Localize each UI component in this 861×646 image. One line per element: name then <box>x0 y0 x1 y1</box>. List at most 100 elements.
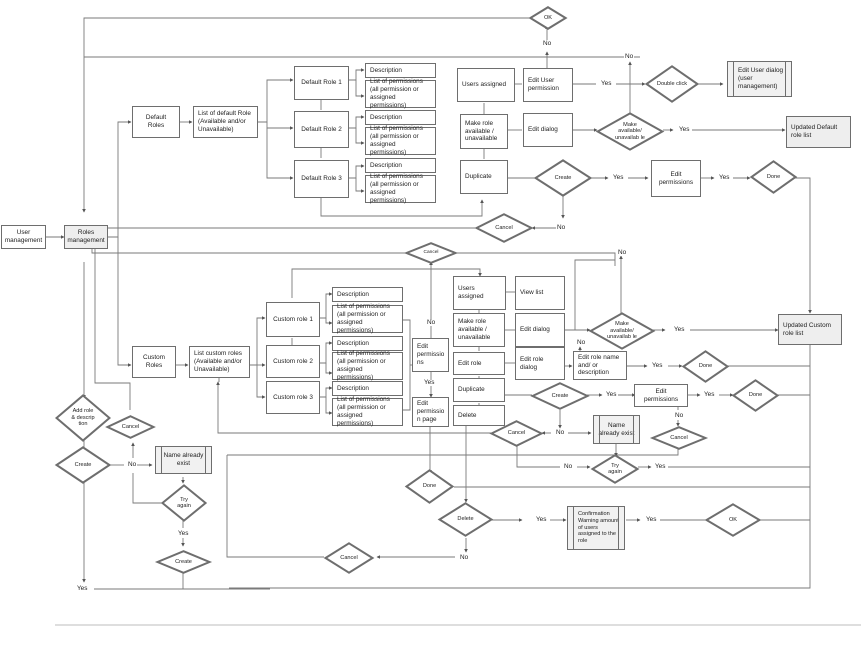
cancel-decision[interactable]: Cancel <box>406 243 456 263</box>
try-again-decision[interactable]: Try again <box>162 485 206 521</box>
description-node[interactable]: Description <box>332 381 403 396</box>
edit-permissions-node[interactable]: Edit permissions <box>651 160 701 197</box>
diamond-shape <box>107 416 154 438</box>
edit-permissions-node[interactable]: Edit permissions <box>634 384 688 407</box>
custom-roles-node[interactable]: Custom Roles <box>132 346 176 378</box>
node-label: Default Roles <box>145 114 167 129</box>
diamond-shape <box>683 351 728 382</box>
done-decision[interactable]: Done <box>683 351 728 382</box>
permissions-list-node[interactable]: List of permissions (all permission or a… <box>332 350 403 381</box>
edge-label-no: No <box>459 554 470 562</box>
node-label: Custom Roles <box>142 354 166 369</box>
custom-role-3-node[interactable]: Custom role 3 <box>266 381 320 414</box>
done-decision[interactable]: Done <box>733 380 778 411</box>
ok-decision[interactable]: OK <box>706 504 760 536</box>
node-label: Edit permissions <box>658 170 694 186</box>
list-default-roles-node[interactable]: List of default Role (Available and/or U… <box>193 106 258 138</box>
make-role-available-node[interactable]: Make role available / unavailable <box>453 313 505 347</box>
description-node[interactable]: Description <box>332 336 403 351</box>
updated-default-role-list-node[interactable]: Updated Default role list <box>786 116 851 148</box>
edge-label-no: No <box>674 412 685 420</box>
node-label: Description <box>337 339 369 347</box>
add-role-decision[interactable]: Add role & descrip tion <box>56 395 110 441</box>
node-label: Name already exist <box>598 421 635 437</box>
decision-label: Create <box>74 461 92 468</box>
diamond-shape <box>751 161 796 193</box>
cancel-decision[interactable]: Cancel <box>476 214 532 242</box>
permissions-list-node[interactable]: List of permissions (all permission or a… <box>365 78 436 109</box>
name-already-exist-node[interactable]: Name already exist <box>155 446 212 474</box>
description-node[interactable]: Description <box>365 63 436 78</box>
diamond-shape <box>157 551 210 573</box>
node-label: Custom role 3 <box>273 393 313 401</box>
diamond-shape <box>56 447 110 483</box>
edit-dialog-node[interactable]: Edit dialog <box>523 113 573 147</box>
default-role-2-node[interactable]: Default Role 2 <box>294 111 349 148</box>
double-click-decision[interactable]: Double click <box>646 66 698 102</box>
cancel-decision[interactable]: Cancel <box>325 543 373 573</box>
delete-decision[interactable]: Delete <box>439 503 492 536</box>
edit-user-permission-node[interactable]: Edit User permission <box>523 68 573 102</box>
try-again-decision[interactable]: Try again <box>592 455 638 483</box>
list-custom-roles-node[interactable]: List custom roles (Available and/or Unav… <box>189 346 250 378</box>
make-role-available-node[interactable]: Make role available / unavailable <box>460 114 508 149</box>
view-list-node[interactable]: View list <box>515 276 565 310</box>
create-decision[interactable]: Create <box>532 383 588 409</box>
decision-label: Create <box>175 558 192 565</box>
permissions-list-node[interactable]: List of permissions (all permission or a… <box>365 125 436 156</box>
confirmation-warning-node[interactable]: Confirmation Warning amount of users ass… <box>567 506 625 550</box>
updated-custom-role-list-node[interactable]: Updated Custom role list <box>778 314 842 345</box>
cancel-decision[interactable]: Cancel <box>107 416 154 438</box>
description-node[interactable]: Description <box>365 110 436 125</box>
cancel-decision[interactable]: Cancel <box>652 427 706 449</box>
edit-role-name-node[interactable]: Edit role name and/ or description <box>573 351 627 380</box>
node-label: Edit permissio ns <box>417 343 445 366</box>
diamond-shape <box>646 66 698 102</box>
default-role-3-node[interactable]: Default Role 3 <box>294 160 349 198</box>
default-role-1-node[interactable]: Default Role 1 <box>294 66 349 100</box>
node-label: Edit dialog <box>520 326 550 334</box>
diamond-shape <box>597 113 663 150</box>
decision-label: Create <box>554 174 572 181</box>
done-decision[interactable]: Done <box>751 161 796 193</box>
ok-decision[interactable]: OK <box>530 7 566 29</box>
edit-role-dialog-node[interactable]: Edit role dialog <box>515 347 565 380</box>
diamond-shape <box>439 503 492 536</box>
diamond-shape <box>592 455 638 483</box>
duplicate-node[interactable]: Duplicate <box>453 378 505 402</box>
node-label: Edit role dialog <box>520 355 544 371</box>
edit-dialog-node[interactable]: Edit dialog <box>515 313 565 347</box>
edit-permission-page-node[interactable]: Edit permissio n page <box>412 397 449 427</box>
permissions-list-node[interactable]: List of permissions (all permission or a… <box>332 396 403 427</box>
edge-label-yes: Yes <box>423 379 436 387</box>
edge-label-yes: Yes <box>612 174 625 182</box>
make-available-decision[interactable]: Make available/ unavailab le <box>597 113 663 150</box>
create-decision[interactable]: Create <box>535 160 591 196</box>
edge-label-yes: Yes <box>177 530 190 538</box>
create-decision[interactable]: Create <box>157 551 210 573</box>
make-available-decision[interactable]: Make available/ unavailab le <box>590 313 654 349</box>
custom-role-1-node[interactable]: Custom role 1 <box>266 302 320 337</box>
diamond-shape <box>535 160 591 196</box>
description-node[interactable]: Description <box>365 158 436 173</box>
edge-label-yes: Yes <box>76 585 89 593</box>
cancel-decision[interactable]: Cancel <box>491 421 542 446</box>
name-already-exist-node[interactable]: Name already exist <box>593 415 640 444</box>
create-decision[interactable]: Create <box>56 447 110 483</box>
edge-label-yes: Yes <box>678 126 691 134</box>
edit-permissions-short-node[interactable]: Edit permissio ns <box>412 338 449 372</box>
edit-user-dialog-node[interactable]: Edit User dialog (user management) <box>727 61 792 97</box>
user-management-node[interactable]: User management <box>1 225 46 249</box>
description-node[interactable]: Description <box>332 287 403 302</box>
done-decision[interactable]: Done <box>406 470 453 503</box>
custom-role-2-node[interactable]: Custom role 2 <box>266 345 320 378</box>
duplicate-node[interactable]: Duplicate <box>460 160 508 194</box>
default-roles-node[interactable]: Default Roles <box>132 106 180 138</box>
permissions-list-node[interactable]: List of permissions (all permission or a… <box>332 303 403 334</box>
users-assigned-node[interactable]: Users assigned <box>453 276 506 310</box>
roles-management-node[interactable]: Roles management <box>64 225 108 249</box>
permissions-list-node[interactable]: List of permissions (all permission or a… <box>365 173 436 204</box>
delete-node[interactable]: Delete <box>453 405 505 426</box>
edit-role-node[interactable]: Edit role <box>453 352 505 375</box>
users-assigned-node[interactable]: Users assigned <box>457 68 515 102</box>
